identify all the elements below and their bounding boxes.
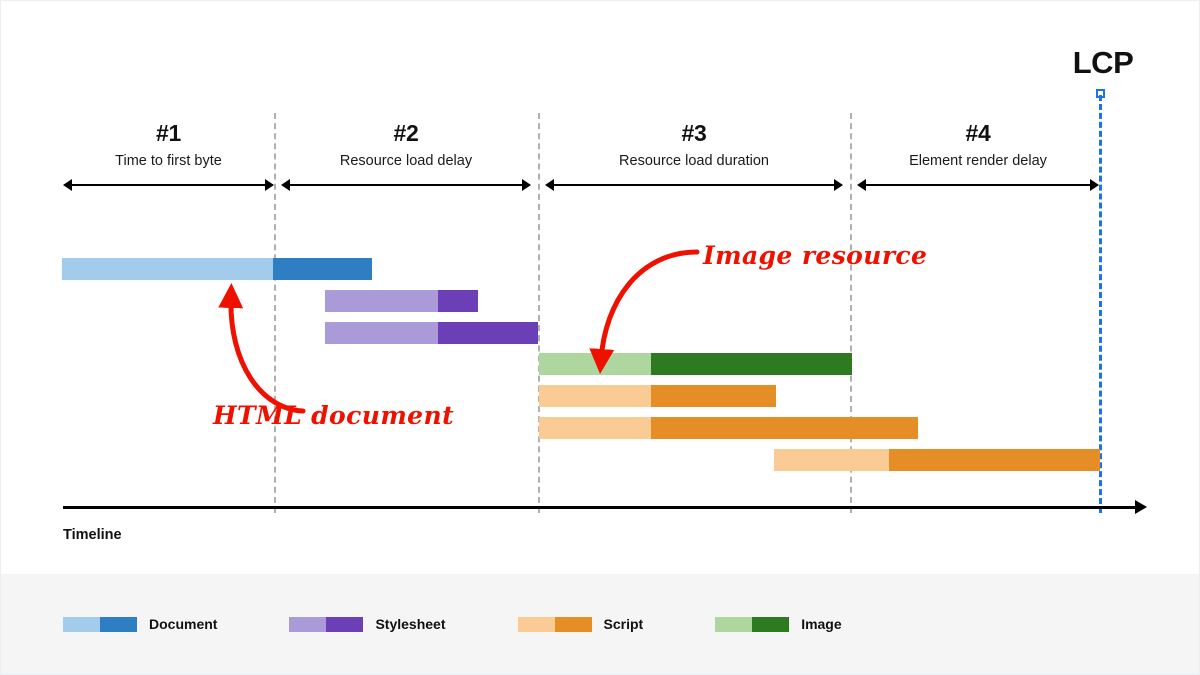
phase-name-2: Resource load delay <box>339 153 473 169</box>
legend-label-script: Script <box>603 616 644 632</box>
phase-name-1: Time to first byte <box>115 153 222 169</box>
swatch-light <box>63 616 100 632</box>
arrowhead-right-icon <box>834 179 843 191</box>
waterfall-bar-stylesheet-2 <box>325 290 478 312</box>
bar-segment-download <box>273 258 372 280</box>
swatch-light <box>715 616 753 632</box>
legend-item-stylesheet[interactable]: Stylesheet <box>289 616 446 632</box>
arrowhead-left-icon <box>545 179 554 191</box>
bar-segment-wait <box>325 322 438 344</box>
bar-segment-wait <box>539 417 651 439</box>
bar-segment-download <box>438 322 538 344</box>
bar-segment-download <box>651 417 918 439</box>
phase-divider-3 <box>850 113 852 513</box>
bar-segment-wait <box>62 258 273 280</box>
bar-segment-download <box>889 449 1100 471</box>
swatch-dark <box>554 616 592 632</box>
waterfall-bar-script-5 <box>539 385 776 407</box>
bar-segment-wait <box>539 385 651 407</box>
annotation-arrow-1-icon <box>218 283 306 414</box>
phase-number-2: #2 <box>393 120 419 146</box>
timeline-axis <box>63 506 1141 509</box>
bar-segment-download <box>651 385 776 407</box>
swatch-dark <box>100 616 137 632</box>
arrow-shaft <box>287 184 525 186</box>
swatch-dark <box>752 616 790 632</box>
phase-number-1: #1 <box>156 120 181 146</box>
phase-span-arrow-4 <box>857 179 1099 191</box>
bar-segment-download <box>438 290 478 312</box>
arrow-shaft <box>551 184 837 186</box>
lcp-label: LCP <box>1072 45 1134 80</box>
bar-segment-wait <box>774 449 889 471</box>
phase-number-4: #4 <box>965 120 991 146</box>
phase-divider-1 <box>274 113 276 513</box>
phase-span-arrow-1 <box>63 179 274 191</box>
swatch-light <box>289 616 327 632</box>
arrow-shaft <box>863 184 1093 186</box>
legend-items: Document Stylesheet Script Image <box>63 616 914 632</box>
phase-span-arrow-2 <box>281 179 531 191</box>
legend-panel: Document Stylesheet Script Image <box>1 574 1199 674</box>
legend-label-document: Document <box>149 616 218 632</box>
legend-swatch-script-icon <box>517 616 592 632</box>
arrowhead-left-icon <box>857 179 866 191</box>
phase-name-4: Element render delay <box>909 153 1047 169</box>
legend-item-script[interactable]: Script <box>517 616 644 632</box>
annotation-text-2: Image resource <box>703 241 928 270</box>
lcp-vertical-dashed-line <box>1099 95 1102 513</box>
waterfall-bar-image-4 <box>539 353 852 375</box>
arrowhead-right-icon <box>522 179 531 191</box>
arrowhead-left-icon <box>63 179 72 191</box>
phase-divider-2 <box>538 113 540 513</box>
arrow-shaft <box>69 184 268 186</box>
arrowhead-right-icon <box>265 179 274 191</box>
bar-segment-download <box>651 353 852 375</box>
legend-swatch-document-icon <box>63 616 137 632</box>
waterfall-bar-document-1 <box>62 258 372 280</box>
legend-swatch-image-icon <box>715 616 790 632</box>
annotation-text-1: HTML document <box>213 401 455 430</box>
annotation-arrow-2-icon <box>589 249 700 374</box>
legend-item-image[interactable]: Image <box>715 616 842 632</box>
legend-item-document[interactable]: Document <box>63 616 217 632</box>
legend-swatch-stylesheet-icon <box>289 616 364 632</box>
arrowhead-left-icon <box>281 179 290 191</box>
phase-number-3: #3 <box>681 120 707 146</box>
bar-segment-wait <box>325 290 438 312</box>
waterfall-bar-script-7 <box>774 449 1100 471</box>
swatch-dark <box>326 616 364 632</box>
timeline-axis-arrowhead-icon <box>1135 500 1147 514</box>
legend-label-stylesheet: Stylesheet <box>375 616 446 632</box>
waterfall-bar-stylesheet-3 <box>325 322 538 344</box>
waterfall-bar-script-6 <box>539 417 918 439</box>
phase-name-3: Resource load duration <box>619 153 769 169</box>
arrowhead-right-icon <box>1090 179 1099 191</box>
swatch-light <box>517 616 555 632</box>
timeline-axis-label: Timeline <box>63 527 122 543</box>
legend-label-image: Image <box>801 616 842 632</box>
phase-span-arrow-3 <box>545 179 843 191</box>
